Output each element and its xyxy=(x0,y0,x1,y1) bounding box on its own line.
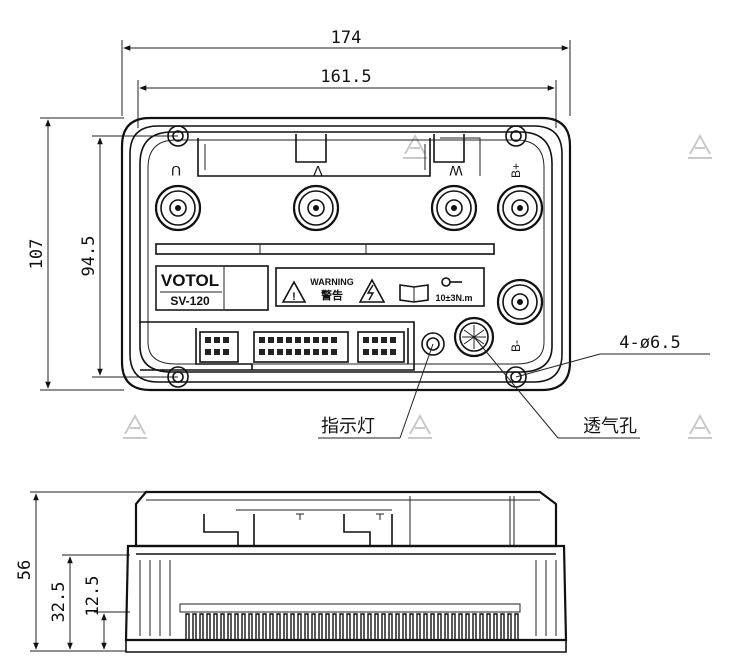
cooling-fin xyxy=(185,613,190,640)
cooling-fin xyxy=(493,613,498,640)
dim-hole-spacing-width-text: 161.5 xyxy=(320,67,371,87)
cooling-fin xyxy=(430,613,435,640)
cooling-fin xyxy=(234,613,239,640)
dimension-hole-spacing-height: 94.5 xyxy=(79,135,178,378)
brand-text: VOTOL xyxy=(161,271,219,290)
cooling-fin xyxy=(514,613,519,640)
terminal-v: V xyxy=(292,163,340,232)
manual-book-icon xyxy=(399,284,429,303)
terminal-w: W xyxy=(430,163,478,232)
cooling-fin xyxy=(269,613,274,640)
terminal-b-minus-label: B- xyxy=(509,340,523,352)
cooling-fin xyxy=(479,613,484,640)
dimension-side-mid-height: 32.5 xyxy=(49,554,130,650)
controller-top-view: U V W B+ B- xyxy=(120,116,572,392)
model-text: SV-120 xyxy=(170,294,210,308)
dim-overall-height-text: 107 xyxy=(27,239,47,270)
mounting-hole-top-left xyxy=(167,125,189,147)
terminal-v-label: V xyxy=(313,163,323,179)
brand-plate: VOTOL SV-120 xyxy=(155,265,269,311)
cooling-fin xyxy=(248,613,253,640)
cooling-fin xyxy=(423,613,428,640)
indicator-light xyxy=(421,332,445,356)
dimension-overall-width: 174 xyxy=(121,28,571,116)
vent-hole-text: 透气孔 xyxy=(583,416,637,437)
svg-text:!: ! xyxy=(292,291,296,303)
dim-hole-spacing-height-text: 94.5 xyxy=(79,236,99,277)
dim-overall-width-text: 174 xyxy=(331,28,362,48)
cooling-fin xyxy=(262,613,267,640)
cooling-fin xyxy=(360,613,365,640)
cooling-fin xyxy=(283,613,288,640)
cooling-fin xyxy=(416,613,421,640)
terminal-b-plus: B+ xyxy=(496,163,544,232)
mounting-hole-bottom-left xyxy=(167,366,189,388)
cooling-fin xyxy=(374,613,379,640)
terminal-u: U xyxy=(154,163,202,232)
cooling-fin xyxy=(318,613,323,640)
terminal-u-label: U xyxy=(171,163,181,179)
controller-side-view xyxy=(124,490,568,653)
cooling-fin xyxy=(297,613,302,640)
cooling-fin xyxy=(507,613,512,640)
dimension-side-height: 56 xyxy=(15,491,146,652)
cooling-fin xyxy=(381,613,386,640)
signal-connector-block xyxy=(140,321,415,371)
dim-side-fin-height-text: 12.5 xyxy=(83,576,103,617)
cooling-fin xyxy=(311,613,316,640)
cooling-fin xyxy=(353,613,358,640)
terminal-b-plus-label: B+ xyxy=(509,163,523,178)
cooling-fin xyxy=(192,613,197,640)
dim-side-height-text: 56 xyxy=(15,560,35,580)
cooling-fin xyxy=(367,613,372,640)
cooling-fins xyxy=(185,613,519,640)
cooling-fin xyxy=(227,613,232,640)
warning-en-text: WARNING xyxy=(310,277,354,287)
cooling-fin xyxy=(465,613,470,640)
cooling-fin xyxy=(332,613,337,640)
callout-vent-hole: 透气孔 xyxy=(473,336,640,439)
terminal-w-label: W xyxy=(449,163,463,179)
callout-indicator-light: 指示灯 xyxy=(318,343,434,439)
dimension-overall-height: 107 xyxy=(27,117,124,391)
cooling-fin xyxy=(199,613,204,640)
mounting-holes-text: 4-ø6.5 xyxy=(619,333,680,353)
cooling-fin xyxy=(458,613,463,640)
indicator-light-text: 指示灯 xyxy=(321,416,375,437)
cooling-fin xyxy=(402,613,407,640)
cooling-fin xyxy=(220,613,225,640)
watermark-logo-icons xyxy=(123,133,712,439)
terminal-b-minus: B- xyxy=(496,278,544,352)
warning-cn-text: 警告 xyxy=(320,288,343,302)
torque-text: 10±3N.m xyxy=(436,293,473,303)
cooling-fin xyxy=(395,613,400,640)
callout-mounting-holes: 4-ø6.5 xyxy=(515,333,710,378)
cooling-fin xyxy=(290,613,295,640)
cooling-fin xyxy=(409,613,414,640)
cooling-fin xyxy=(388,613,393,640)
cooling-fin xyxy=(444,613,449,640)
cooling-fin xyxy=(486,613,491,640)
cooling-fin xyxy=(472,613,477,640)
mounting-hole-top-right xyxy=(505,125,527,147)
cooling-fin xyxy=(276,613,281,640)
dim-side-mid-height-text: 32.5 xyxy=(49,582,69,623)
cooling-fin xyxy=(451,613,456,640)
dimension-side-fin-height: 12.5 xyxy=(83,576,130,650)
cooling-fin xyxy=(206,613,211,640)
cooling-fin xyxy=(346,613,351,640)
cooling-fin xyxy=(500,613,505,640)
cooling-fin xyxy=(325,613,330,640)
cooling-fin xyxy=(241,613,246,640)
wrench-icon xyxy=(441,277,462,287)
cooling-fin xyxy=(304,613,309,640)
cooling-fin xyxy=(255,613,260,640)
cooling-fin xyxy=(213,613,218,640)
cooling-fin xyxy=(339,613,344,640)
cooling-fin xyxy=(437,613,442,640)
warning-label: ! WARNING 警告 10±3N.m xyxy=(275,267,485,307)
